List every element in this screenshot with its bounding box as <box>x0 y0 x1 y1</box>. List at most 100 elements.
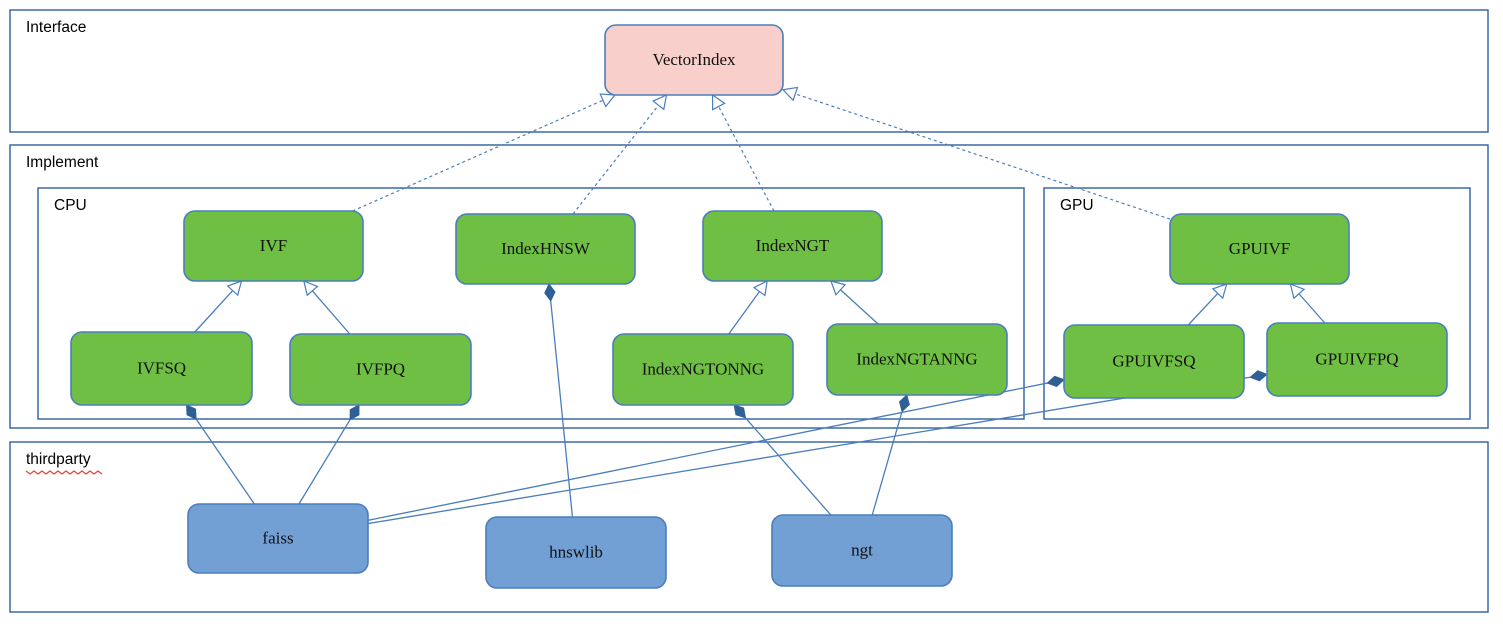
inheritance-arrow-icon <box>752 279 768 297</box>
package-interface: Interface <box>9 9 1489 133</box>
node-ivfpq[interactable]: IVFPQ <box>289 333 472 406</box>
package-border-thirdparty <box>9 441 1489 613</box>
node-ngt[interactable]: ngt <box>771 514 953 587</box>
inheritance-arrow-icon <box>781 86 799 102</box>
edge-line-e9 <box>1187 293 1219 326</box>
edge-line-e14 <box>367 376 1251 525</box>
package-label-thirdparty: thirdparty <box>26 451 91 468</box>
node-label-hnswlib: hnswlib <box>549 542 603 561</box>
edge-line-e10 <box>1298 293 1326 324</box>
edge-line-e1 <box>352 99 604 212</box>
edge-gpuivf-to-vectorindex <box>781 86 1171 220</box>
edge-line-e13 <box>367 382 1048 521</box>
edge-line-e16 <box>744 417 832 516</box>
package-gpu: GPU <box>1043 187 1471 420</box>
edge-indexngt-to-vectorindex <box>711 93 775 212</box>
edge-line-e11 <box>195 418 255 505</box>
node-ivfsq[interactable]: IVFSQ <box>70 331 253 406</box>
node-label-ngt: ngt <box>851 540 873 559</box>
node-label-gpuivfpq: GPUIVFPQ <box>1315 349 1398 368</box>
inheritance-arrow-icon <box>652 93 668 111</box>
edge-line-e5 <box>194 290 234 333</box>
node-label-vectorindex: VectorIndex <box>652 50 736 69</box>
edge-indexngtonng-to-indexngt <box>728 279 768 335</box>
package-implement: Implement <box>9 144 1489 429</box>
edge-faiss-to-ivfpq <box>298 404 360 505</box>
node-label-indexhnsw: IndexHNSW <box>501 239 591 258</box>
edge-gpuivfpq-to-gpuivf <box>1289 283 1326 324</box>
edge-faiss-to-gpuivfsq <box>367 375 1065 521</box>
edge-indexhnsw-to-vectorindex <box>572 93 668 215</box>
node-box-hnswlib[interactable] <box>485 516 667 589</box>
node-box-indexhnsw[interactable] <box>455 213 636 285</box>
edge-line-e3 <box>718 106 775 212</box>
node-box-indexngt[interactable] <box>702 210 883 282</box>
node-box-ngt[interactable] <box>771 514 953 587</box>
node-indexngtonng[interactable]: IndexNGTONNG <box>612 333 794 406</box>
edge-indexngtanng-to-indexngt <box>829 280 879 325</box>
package-label-gpu: GPU <box>1060 197 1094 214</box>
node-indexngt[interactable]: IndexNGT <box>702 210 883 282</box>
node-gpuivf[interactable]: GPUIVF <box>1169 213 1350 285</box>
node-ivf[interactable]: IVF <box>183 210 364 282</box>
node-box-ivfpq[interactable] <box>289 333 472 406</box>
edge-line-e7 <box>728 291 761 335</box>
node-box-indexngtanng[interactable] <box>826 323 1008 396</box>
composition-diamond-icon <box>733 404 747 419</box>
node-box-ivf[interactable] <box>183 210 364 282</box>
node-indexngtanng[interactable]: IndexNGTANNG <box>826 323 1008 396</box>
inheritance-arrow-icon <box>302 280 319 297</box>
edge-line-e4 <box>795 93 1171 220</box>
edge-ivf-to-vectorindex <box>352 93 617 212</box>
node-label-indexngtanng: IndexNGTANNG <box>856 349 977 368</box>
inheritance-arrow-icon <box>599 93 617 108</box>
node-box-gpuivfpq[interactable] <box>1266 322 1448 397</box>
node-label-ivf: IVF <box>260 236 287 255</box>
node-gpuivfsq[interactable]: GPUIVFSQ <box>1063 324 1245 399</box>
node-faiss[interactable]: faiss <box>187 503 369 574</box>
edge-line-e17 <box>871 411 903 516</box>
node-label-faiss: faiss <box>262 528 293 547</box>
node-indexhnsw[interactable]: IndexHNSW <box>455 213 636 285</box>
node-box-indexngtonng[interactable] <box>612 333 794 406</box>
package-cpu: CPU <box>37 187 1025 420</box>
node-gpuivfpq[interactable]: GPUIVFPQ <box>1266 322 1448 397</box>
node-box-ivfsq[interactable] <box>70 331 253 406</box>
inheritance-arrow-icon <box>711 93 726 111</box>
node-label-indexngtonng: IndexNGTONNG <box>642 359 764 378</box>
package-border-cpu <box>37 187 1025 420</box>
node-label-gpuivf: GPUIVF <box>1229 239 1290 258</box>
edge-gpuivfsq-to-gpuivf <box>1187 283 1228 326</box>
edge-hnswlib-to-indexhnsw <box>544 283 574 518</box>
composition-diamond-icon <box>185 404 197 420</box>
composition-diamond-icon <box>898 394 910 413</box>
composition-diamond-icon <box>544 283 556 302</box>
node-box-vectorindex[interactable] <box>604 24 784 96</box>
edge-faiss-to-gpuivfpq <box>367 370 1268 525</box>
composition-diamond-icon <box>349 404 360 421</box>
edge-ivfpq-to-ivf <box>302 280 351 335</box>
package-label-implement: Implement <box>26 154 99 171</box>
edge-faiss-to-ivfsq <box>185 404 255 505</box>
composition-diamond-icon <box>1249 370 1268 382</box>
edge-ngt-to-indexngtanng <box>871 394 910 516</box>
package-label-interface: Interface <box>26 19 86 36</box>
node-label-gpuivfsq: GPUIVFSQ <box>1112 351 1195 370</box>
edge-line-e15 <box>550 300 574 518</box>
node-box-gpuivf[interactable] <box>1169 213 1350 285</box>
package-label-cpu: CPU <box>54 197 87 214</box>
edge-line-e2 <box>572 104 659 215</box>
node-box-gpuivfsq[interactable] <box>1063 324 1245 399</box>
node-label-ivfpq: IVFPQ <box>356 359 405 378</box>
edge-line-e8 <box>840 289 879 325</box>
node-hnswlib[interactable]: hnswlib <box>485 516 667 589</box>
node-box-faiss[interactable] <box>187 503 369 574</box>
node-label-indexngt: IndexNGT <box>756 236 830 255</box>
composition-diamond-icon <box>1046 375 1065 387</box>
inheritance-arrow-icon <box>226 280 243 297</box>
node-vectorindex[interactable]: VectorIndex <box>604 24 784 96</box>
edge-ngt-to-indexngtonng <box>733 404 832 516</box>
